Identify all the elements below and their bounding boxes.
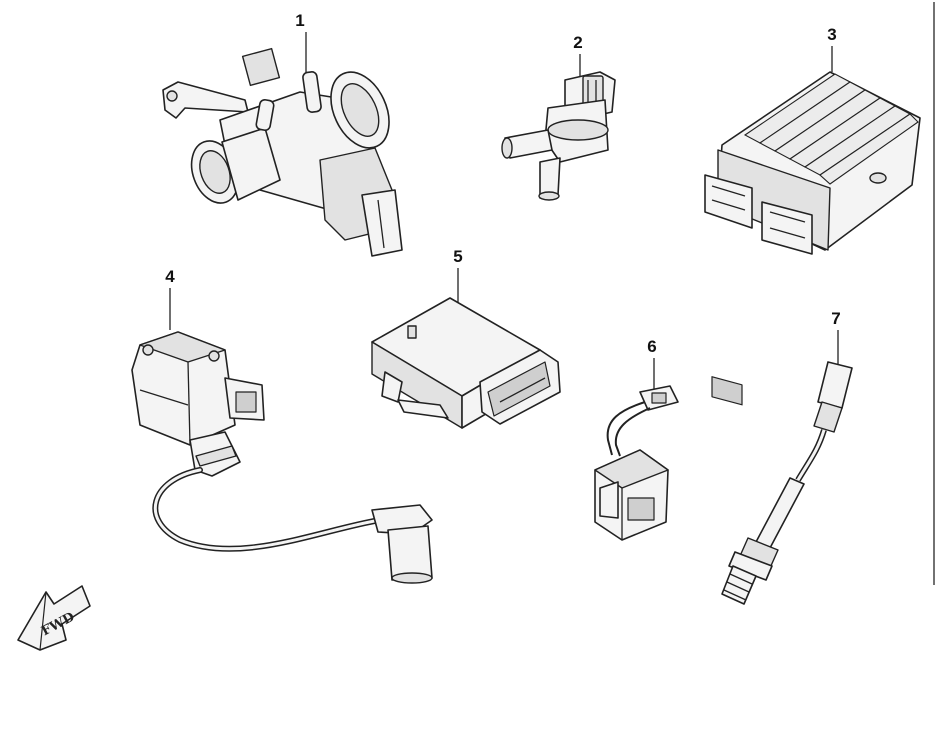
callout-number-5: 5 bbox=[453, 247, 462, 266]
part-3: 3 bbox=[704, 25, 921, 406]
fwd-arrow-icon bbox=[17, 585, 91, 651]
callout-number-7: 7 bbox=[831, 309, 840, 328]
ignition-coil-icon bbox=[131, 331, 433, 584]
small-coil-icon bbox=[594, 385, 679, 541]
callout-number-2: 2 bbox=[573, 33, 582, 52]
callout-number-6: 6 bbox=[647, 337, 656, 356]
callout-number-4: 4 bbox=[165, 267, 175, 286]
ecu-module-icon bbox=[371, 297, 561, 429]
oxygen-sensor-icon bbox=[721, 361, 853, 605]
callout-number-3: 3 bbox=[827, 25, 836, 44]
part-6: 6 bbox=[594, 337, 679, 541]
part-2: 2 bbox=[501, 33, 616, 201]
part-4: 4 bbox=[131, 267, 433, 584]
part-7: 7 bbox=[721, 309, 853, 605]
callout-number-1: 1 bbox=[295, 11, 304, 30]
part-5: 5 bbox=[371, 247, 561, 429]
throttle-body-icon bbox=[162, 47, 403, 257]
regulator-rectifier-icon bbox=[704, 71, 921, 406]
part-1: 1 bbox=[162, 11, 403, 257]
fwd-direction-marker: FWD bbox=[17, 585, 91, 651]
sensor-valve-icon bbox=[501, 71, 616, 201]
